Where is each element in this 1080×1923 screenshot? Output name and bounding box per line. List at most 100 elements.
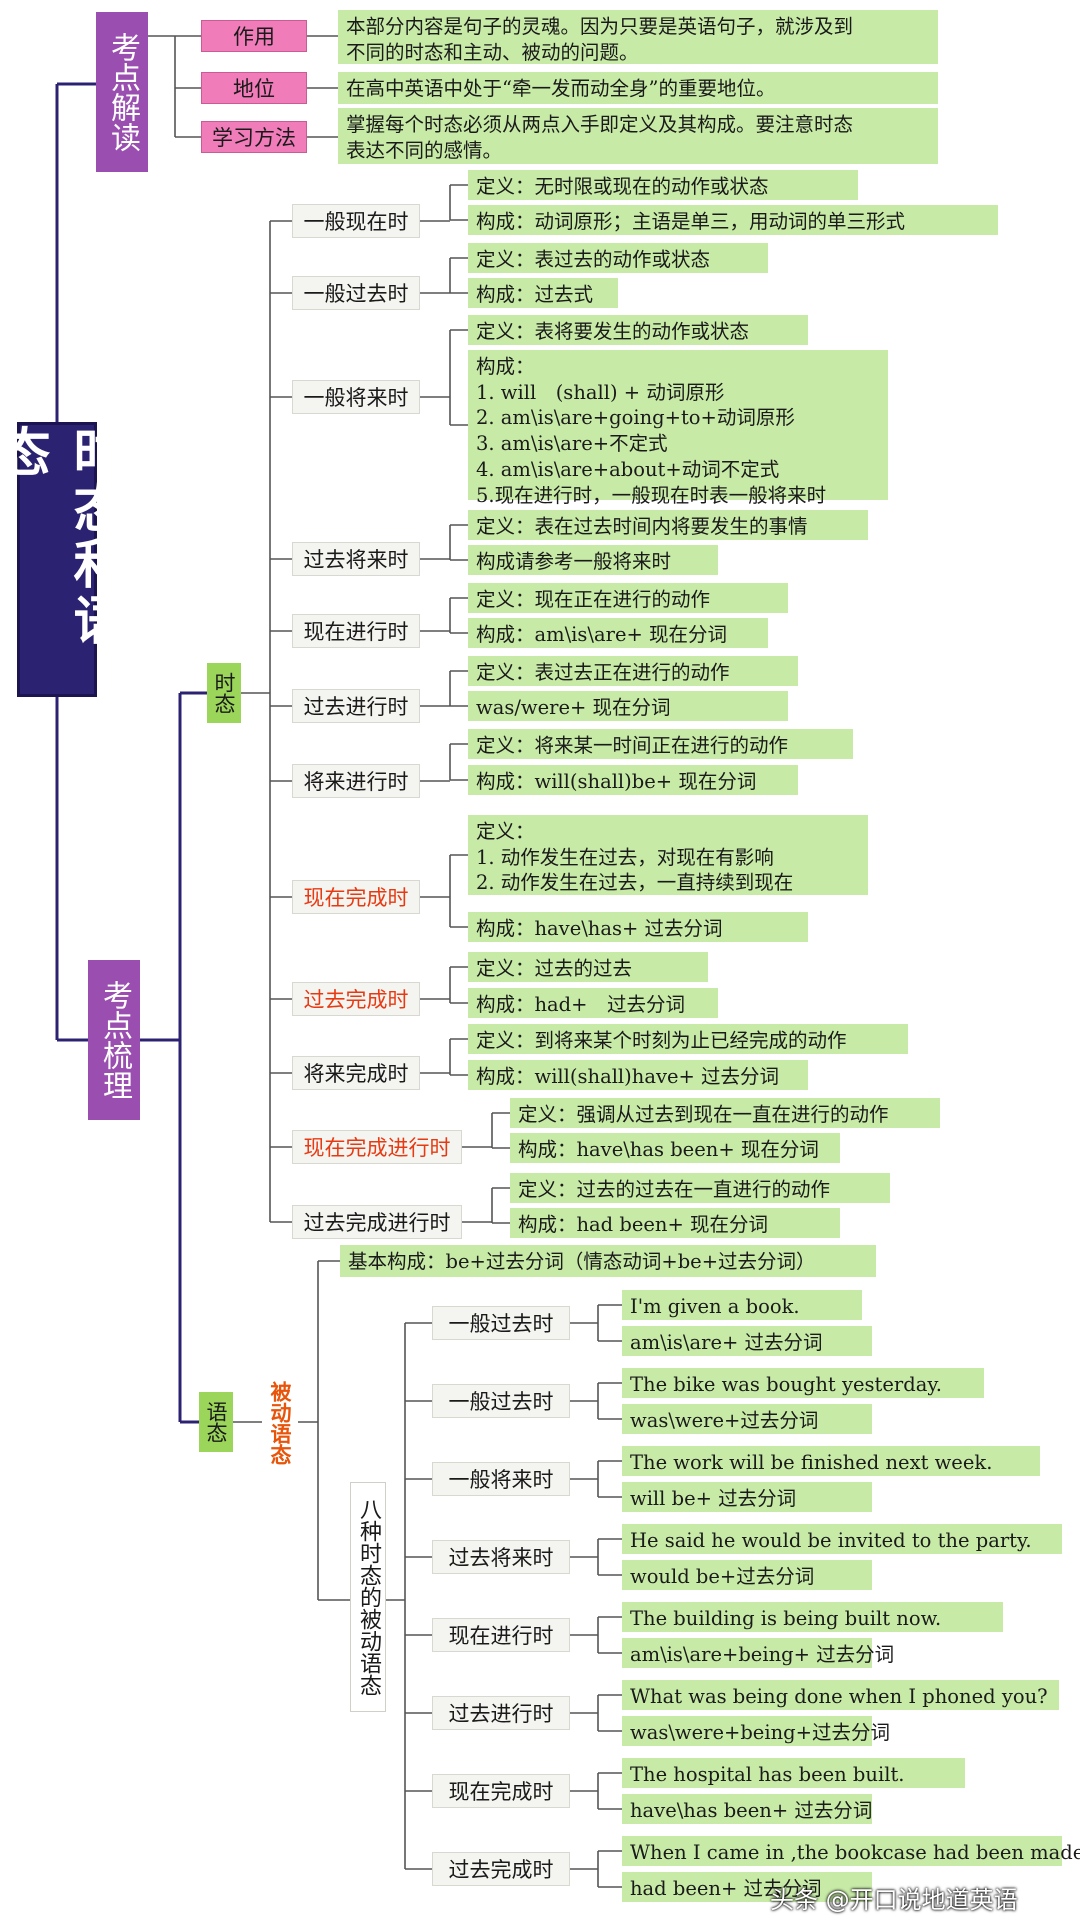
- tense-form: 构成：have\has+ 过去分词: [468, 912, 808, 942]
- tense-form: 构成：had been+ 现在分词: [510, 1208, 840, 1238]
- tense-form: 构成：动词原形；主语是单三，用动词的单三形式: [468, 205, 998, 235]
- key-xuexi: 学习方法: [201, 121, 307, 153]
- passive-form: am\is\are+being+ 过去分词: [622, 1638, 894, 1668]
- passive-form: will be+ 过去分词: [622, 1482, 872, 1512]
- passive-form: was\were+being+过去分词: [622, 1716, 890, 1746]
- tense-form: was/were+ 现在分词: [468, 691, 788, 721]
- tense-form: 构成请参考一般将来时: [468, 545, 718, 575]
- tense-form: 构成：am\is\are+ 现在分词: [468, 618, 768, 648]
- passive-example: The building is being built now.: [622, 1602, 1003, 1632]
- passive-example: The hospital has been built.: [622, 1758, 966, 1788]
- tense-definition: 定义：无时限或现在的动作或状态: [468, 170, 858, 200]
- text-line: 构成：will(shall)be+ 现在分词: [476, 770, 757, 793]
- tense-node: 一般过去时: [292, 276, 420, 310]
- passive-voice-label: 被动语态: [262, 1368, 298, 1478]
- text-line: 定义：表将要发生的动作或状态: [476, 320, 750, 343]
- text-line: 定义：: [476, 820, 535, 843]
- passive-tense-node: 过去进行时: [432, 1696, 570, 1730]
- text-line: 3. am\is\are+不定式: [476, 432, 668, 456]
- tense-form: 构成：will(shall)be+ 现在分词: [468, 765, 798, 795]
- tense-node: 现在完成时: [292, 880, 420, 914]
- text-line: 构成：am\is\are+ 现在分词: [476, 623, 728, 646]
- kaodian-jiedu-label: 考点解读: [96, 12, 148, 172]
- tense-definition: 定义：表过去正在进行的动作: [468, 656, 798, 686]
- text-line: 定义：过去的过去: [476, 957, 633, 980]
- text-line: 构成：过去式: [476, 283, 594, 306]
- text-line: was/were+ 现在分词: [476, 696, 671, 719]
- text-line: 2. am\is\are+going+to+动词原形: [476, 406, 795, 430]
- passive-form: had been+ 过去分词: [622, 1872, 872, 1902]
- tense-node: 将来完成时: [292, 1056, 420, 1090]
- text-line: 构成：have\has been+ 现在分词: [518, 1138, 819, 1161]
- text-line: 定义：现在正在进行的动作: [476, 588, 711, 611]
- desc-diwei: 在高中英语中处于“牵一发而动全身”的重要地位。: [338, 72, 938, 104]
- tense-definition: 定义：到将来某个时刻为止已经完成的动作: [468, 1024, 908, 1054]
- tense-form: 构成：过去式: [468, 278, 618, 308]
- passive-example: I'm given a book.: [622, 1290, 862, 1320]
- tense-node: 过去完成进行时: [292, 1205, 462, 1239]
- tense-form: 构成：had+ 过去分词: [468, 988, 718, 1018]
- text-line: 在高中英语中处于“牵一发而动全身”的重要地位。: [346, 77, 776, 100]
- text-line: 定义：到将来某个时刻为止已经完成的动作: [476, 1029, 847, 1052]
- tense-definition: 定义：表将要发生的动作或状态: [468, 315, 808, 345]
- text-line: 定义：表过去正在进行的动作: [476, 661, 730, 684]
- voice-section-label: 语态: [199, 1392, 233, 1452]
- passive-example: He said he would be invited to the party…: [622, 1524, 1062, 1554]
- text-line: 定义：强调从过去到现在一直在进行的动作: [518, 1103, 889, 1126]
- text-line: 2. 动作发生在过去，一直持续到现在: [476, 871, 794, 895]
- passive-tense-node: 过去完成时: [432, 1852, 570, 1886]
- passive-example: What was being done when I phoned you?: [622, 1680, 1060, 1710]
- passive-tense-node: 现在进行时: [432, 1618, 570, 1652]
- watermark: 头条 @开口说地道英语: [770, 1886, 1018, 1914]
- passive-tense-node: 一般将来时: [432, 1462, 570, 1496]
- main-title: 时态和语态: [0, 422, 125, 697]
- text-line: 构成：have\has+ 过去分词: [476, 917, 723, 940]
- passive-tense-node: 一般过去时: [432, 1384, 570, 1418]
- passive-form: would be+过去分词: [622, 1560, 872, 1590]
- text-line: 掌握每个时态必须从两点入手即定义及其构成。要注意时态: [346, 113, 854, 136]
- tense-definition: 定义：表在过去时间内将要发生的事情: [468, 510, 868, 540]
- passive-example: When I came in ,the bookcase had been ma…: [622, 1836, 1080, 1866]
- text-line: 构成：had+ 过去分词: [476, 993, 686, 1016]
- tense-node: 将来进行时: [292, 764, 420, 798]
- tense-node: 过去将来时: [292, 542, 420, 576]
- eight-tenses-label: 八种时态的被动语态: [350, 1482, 386, 1712]
- desc-zuoyong: 本部分内容是句子的灵魂。因为只要是英语句子，就涉及到 不同的时态和主动、被动的问…: [338, 10, 938, 64]
- tense-definition: 定义：过去的过去: [468, 952, 708, 982]
- tense-node: 一般现在时: [292, 204, 420, 238]
- text-line: 5.现在进行时，一般现在时表一般将来时: [476, 483, 827, 507]
- tense-form: 构成：have\has been+ 现在分词: [510, 1133, 840, 1163]
- passive-form: was\were+过去分词: [622, 1404, 872, 1434]
- desc-xuexi: 掌握每个时态必须从两点入手即定义及其构成。要注意时态 表达不同的感情。: [338, 108, 938, 164]
- tense-section-label: 时态: [207, 663, 241, 723]
- basic-structure: 基本构成：be+过去分词（情态动词+be+过去分词）: [340, 1245, 876, 1277]
- tense-definition: 定义：强调从过去到现在一直在进行的动作: [510, 1098, 940, 1128]
- tense-node: 现在进行时: [292, 614, 420, 648]
- passive-example: The bike was bought yesterday.: [622, 1368, 984, 1398]
- text-line: 构成：had been+ 现在分词: [518, 1213, 769, 1236]
- tense-definition: 定义：现在正在进行的动作: [468, 583, 788, 613]
- passive-example: The work will be finished next week.: [622, 1446, 1041, 1476]
- tense-definition: 定义：过去的过去在一直进行的动作: [510, 1173, 890, 1203]
- tense-node: 现在完成进行时: [292, 1130, 462, 1164]
- key-zuoyong: 作用: [201, 20, 307, 52]
- text-line: 构成：: [476, 355, 535, 378]
- passive-tense-node: 过去将来时: [432, 1540, 570, 1574]
- text-line: 不同的时态和主动、被动的问题。: [346, 40, 639, 64]
- tense-node: 过去完成时: [292, 982, 420, 1016]
- tense-node: 一般将来时: [292, 380, 420, 414]
- text-line: 1. 动作发生在过去，对现在有影响: [476, 845, 774, 869]
- text-line: 构成：动词原形；主语是单三，用动词的单三形式: [476, 210, 906, 233]
- text-line: 表达不同的感情。: [346, 138, 503, 162]
- tense-form: 构成：will(shall)have+ 过去分词: [468, 1060, 808, 1090]
- passive-tense-node: 一般过去时: [432, 1306, 570, 1340]
- tense-definition: 定义：表过去的动作或状态: [468, 243, 768, 273]
- tense-definition: 定义：将来某一时间正在进行的动作: [468, 729, 853, 759]
- kaodian-shuli-label: 考点梳理: [88, 960, 140, 1120]
- passive-tense-node: 现在完成时: [432, 1774, 570, 1808]
- text-line: 定义：无时限或现在的动作或状态: [476, 175, 769, 198]
- text-line: 4. am\is\are+about+动词不定式: [476, 457, 780, 481]
- passive-form: am\is\are+ 过去分词: [622, 1326, 872, 1356]
